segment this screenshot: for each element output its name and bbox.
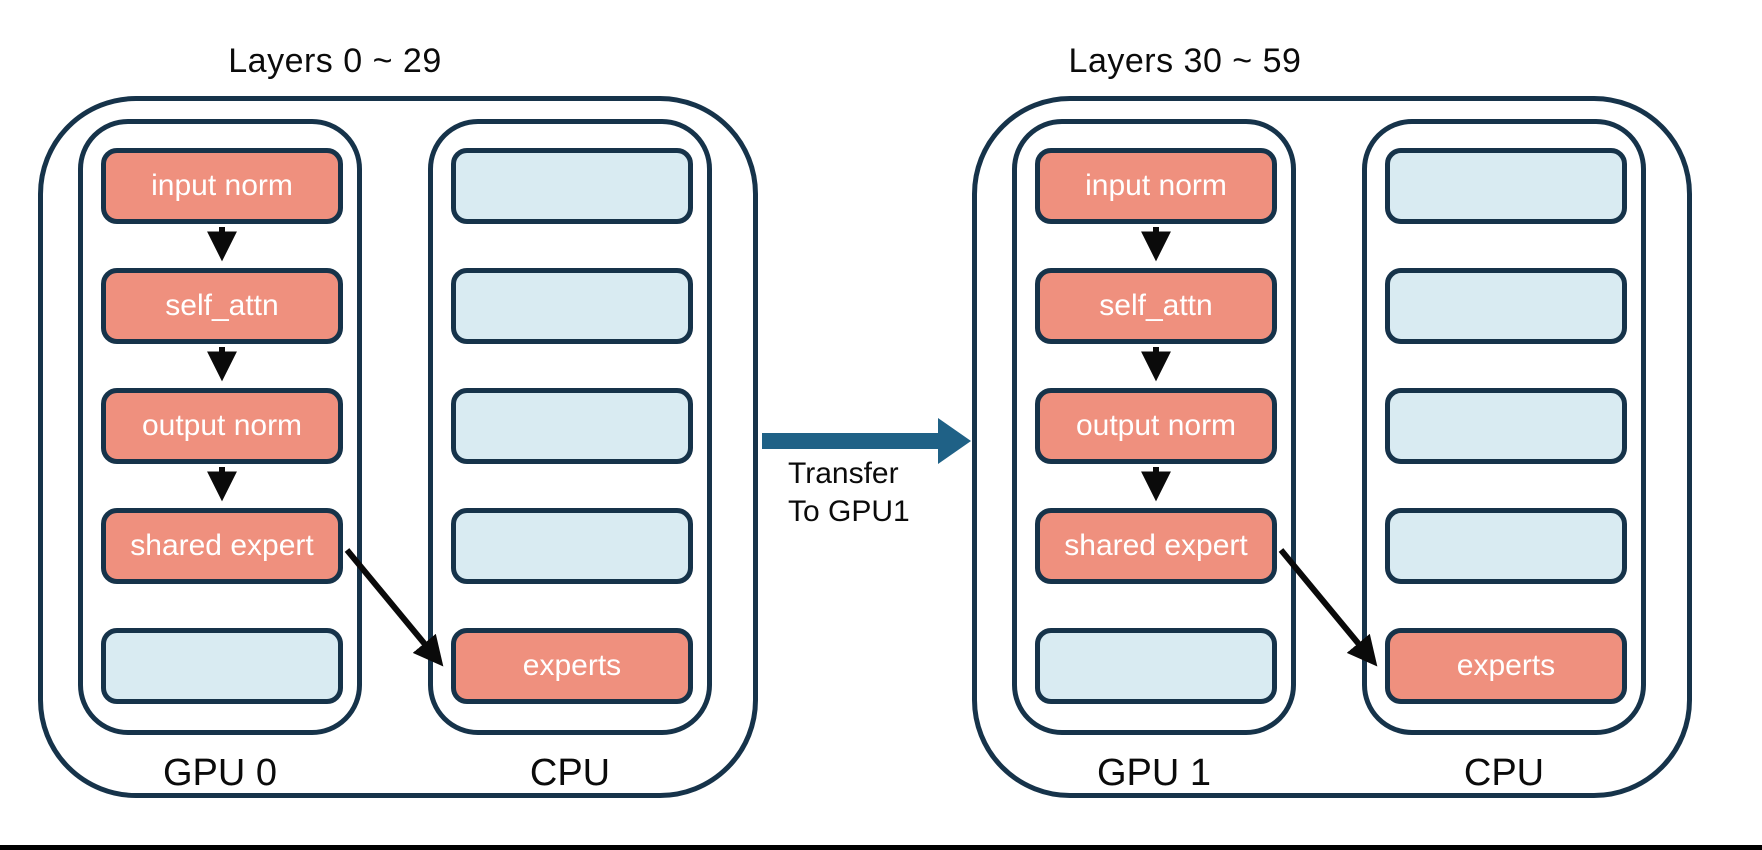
transfer-arrow <box>762 418 971 464</box>
right-cpu-box-empty-2 <box>1385 268 1627 344</box>
left-gpu-box-self-attn: self_attn <box>101 268 343 344</box>
right-gpu-box-shared-expert: shared expert <box>1035 508 1277 584</box>
left-gpu-box-empty <box>101 628 343 704</box>
right-offload-arrow <box>1278 548 1378 667</box>
transfer-label-line1: Transfer <box>788 457 899 490</box>
right-group-title: Layers 30 ~ 59 <box>1068 42 1302 80</box>
right-gpu-box-empty <box>1035 628 1277 704</box>
left-cpu-box-empty-2 <box>451 268 693 344</box>
transfer-label-line2: To GPU1 <box>788 495 910 528</box>
right-gpu-label: GPU 1 <box>1096 752 1212 794</box>
left-cpu-box-empty-1 <box>451 148 693 224</box>
transfer-arrow-label: Transfer To GPU1 <box>788 455 910 531</box>
bottom-frame-bar <box>0 845 1762 850</box>
left-cpu-box-experts: experts <box>451 628 693 704</box>
right-cpu-box-empty-4 <box>1385 508 1627 584</box>
left-gpu-box-input-norm: input norm <box>101 148 343 224</box>
right-cpu-box-empty-1 <box>1385 148 1627 224</box>
left-cpu-label: CPU <box>529 752 611 794</box>
right-gpu-box-output-norm: output norm <box>1035 388 1277 464</box>
left-group-title: Layers 0 ~ 29 <box>228 42 442 80</box>
right-cpu-label: CPU <box>1463 752 1545 794</box>
right-cpu-box-experts: experts <box>1385 628 1627 704</box>
left-cpu-box-empty-3 <box>451 388 693 464</box>
left-gpu-label: GPU 0 <box>162 752 278 794</box>
right-gpu-box-self-attn: self_attn <box>1035 268 1277 344</box>
left-gpu-box-shared-expert: shared expert <box>101 508 343 584</box>
right-gpu-box-input-norm: input norm <box>1035 148 1277 224</box>
right-cpu-box-empty-3 <box>1385 388 1627 464</box>
left-cpu-box-empty-4 <box>451 508 693 584</box>
left-offload-arrow <box>344 548 444 667</box>
left-gpu-box-output-norm: output norm <box>101 388 343 464</box>
